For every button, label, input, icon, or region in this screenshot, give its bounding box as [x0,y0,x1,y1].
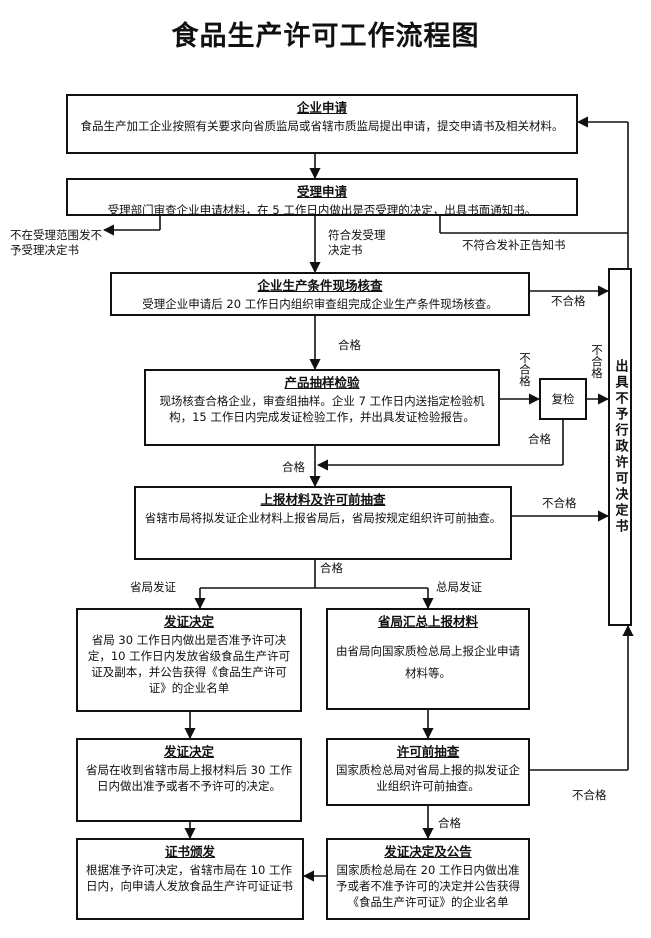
label-pre-pass: 合格 [438,816,461,830]
node-provincial-summary: 省局汇总上报材料 由省局向国家质检总局上报企业申请材料等。 [326,608,530,710]
node-recheck: 复检 [539,378,587,420]
label-provincial-issue: 省局发证 [130,580,176,594]
label-report-fail: 不合格 [542,496,577,510]
label-national-issue: 总局发证 [436,580,482,594]
node-text: 省局 30 工作日内做出是否准予许可决定，10 工作日内发放省级食品生产许可证及… [87,633,291,695]
label-inspect-fail: 不合格 [551,294,586,308]
node-heading: 发证决定 [163,614,214,629]
label-not-meet: 不符合发补正告知书 [462,238,566,252]
node-heading: 发证决定及公告 [384,844,472,859]
node-heading: 企业生产条件现场核查 [257,278,383,293]
label-meets: 符合发受理决定书 [328,228,386,257]
node-text: 食品生产加工企业按照有关要求向省质监局或省辖市质监局提出申请，提交申请书及相关材… [80,119,564,133]
node-text: 国家质检总局对省局上报的拟发证企业组织许可前抽查。 [336,763,520,793]
node-text: 省局在收到省辖市局上报材料后 30 工作日内做出准予或者不予许可的决定。 [86,763,292,793]
node-text: 由省局向国家质检总局上报企业申请材料等。 [336,644,520,680]
diagram-title: 食品生产许可工作流程图 [171,21,480,52]
label-recheck-pass: 合格 [528,432,551,446]
label-report-pass: 合格 [320,561,343,575]
node-text: 受理企业申请后 20 工作日内组织审查组完成企业生产条件现场核查。 [142,297,498,311]
node-decision-city: 发证决定 省局在收到省辖市局上报材料后 30 工作日内做出准予或者不予许可的决定… [76,738,302,822]
node-sample-test: 产品抽样检验 现场核查合格企业，审查组抽样。企业 7 工作日内送指定检验机构，1… [144,369,500,446]
node-text: 复检 [551,392,575,406]
node-heading: 受理申请 [296,184,347,199]
node-heading: 许可前抽查 [396,744,460,759]
label-recheck-fail: 不合格 [590,344,604,379]
node-report-precheck: 上报材料及许可前抽查 省辖市局将拟发证企业材料上报省局后，省局按规定组织许可前抽… [134,486,512,560]
node-refusal-decision: 出具不予行政许可决定书 [608,268,632,626]
node-enterprise-apply: 企业申请 食品生产加工企业按照有关要求向省质监局或省辖市质监局提出申请，提交申请… [66,94,578,154]
node-certificate-issue: 证书颁发 根据准予许可决定，省辖市局在 10 工作日内，向申请人发放食品生产许可… [76,838,304,920]
label-pre-fail: 不合格 [572,788,607,802]
node-text: 国家质检总局在 20 工作日内做出准予或者不准予许可的决定并公告获得《食品生产许… [336,863,520,909]
node-heading: 产品抽样检验 [284,375,360,390]
label-sample-pass: 合格 [282,460,305,474]
node-text: 现场核查合格企业，审查组抽样。企业 7 工作日内送指定检验机构，15 工作日内完… [159,394,485,424]
node-text: 根据准予许可决定，省辖市局在 10 工作日内，向申请人发放食品生产许可证证书 [86,863,293,893]
label-out-of-scope: 不在受理范围发不予受理决定书 [10,228,102,257]
node-decision-provincial: 发证决定 省局 30 工作日内做出是否准予许可决定，10 工作日内发放省级食品生… [76,608,302,712]
label-sample-fail: 不合格 [518,352,532,387]
node-text: 受理部门审查企业申请材料，在 5 工作日内做出是否受理的决定，出具书面通知书。 [107,203,537,217]
label-inspect-pass: 合格 [338,338,361,352]
node-pre-license-check: 许可前抽查 国家质检总局对省局上报的拟发证企业组织许可前抽查。 [326,738,530,806]
node-heading: 省局汇总上报材料 [377,614,478,629]
node-heading: 证书颁发 [164,844,215,859]
node-site-inspection: 企业生产条件现场核查 受理企业申请后 20 工作日内组织审查组完成企业生产条件现… [110,272,530,316]
node-heading: 上报材料及许可前抽查 [260,492,386,507]
node-accept-application: 受理申请 受理部门审查企业申请材料，在 5 工作日内做出是否受理的决定，出具书面… [66,178,578,217]
node-heading: 发证决定 [163,744,214,759]
node-national-decision: 发证决定及公告 国家质检总局在 20 工作日内做出准予或者不准予许可的决定并公告… [326,838,530,920]
node-heading: 企业申请 [296,100,347,115]
node-text: 省辖市局将拟发证企业材料上报省局后，省局按规定组织许可前抽查。 [144,511,502,525]
